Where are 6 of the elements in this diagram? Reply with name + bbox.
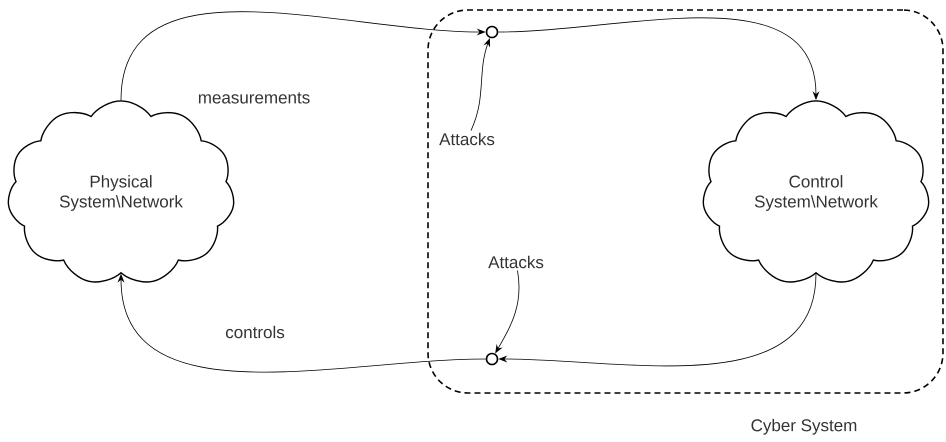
edge-label: controls: [224, 324, 286, 340]
attack-label: Attacks: [488, 256, 544, 268]
junction-circle: [486, 26, 498, 38]
region-label: Cyber System: [751, 418, 856, 435]
attack-label: Attacks: [439, 132, 494, 146]
junction-circle: [486, 352, 498, 366]
